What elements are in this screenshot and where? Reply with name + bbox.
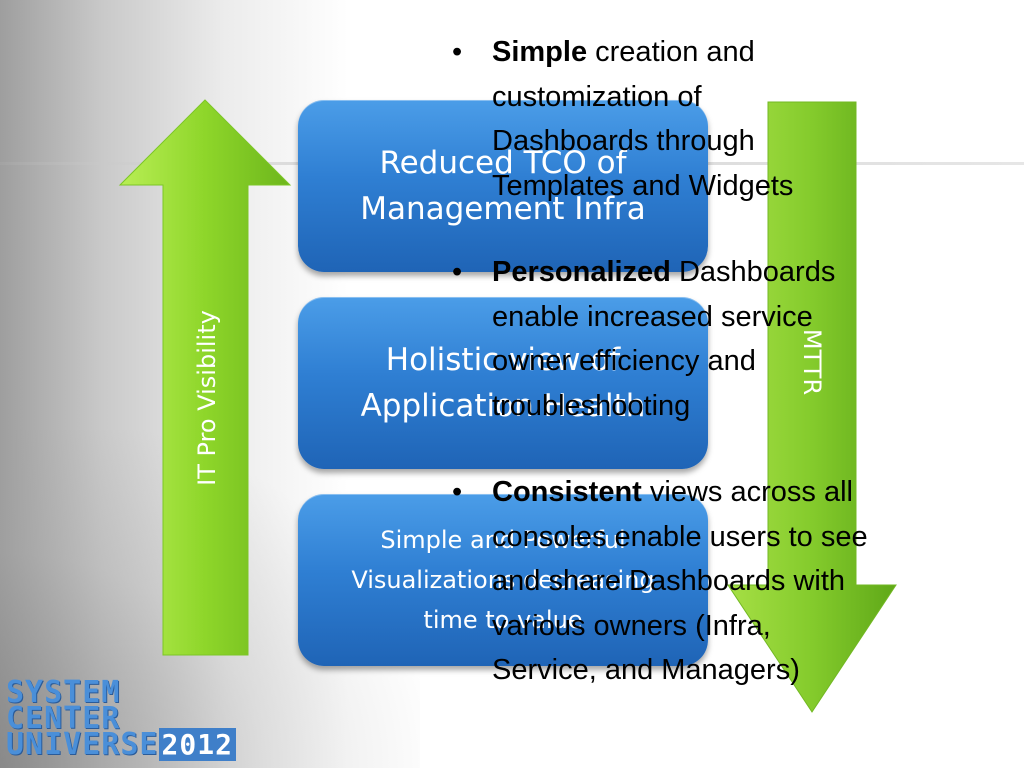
- bullet-keyword: Simple: [492, 36, 588, 68]
- bullet-text: customization of: [492, 80, 702, 113]
- up-arrow-icon: [118, 98, 293, 658]
- logo-line: SYSTEM: [6, 675, 121, 710]
- bullet-text: views across all: [641, 476, 853, 508]
- bullet-text: consoles enable users to see: [492, 520, 868, 553]
- bullet-item: Simple creation and customization of Das…: [452, 30, 932, 208]
- bullet-text: and share Dashboards with: [492, 565, 846, 597]
- bullet-text: Service, and Managers): [492, 654, 800, 686]
- bullet-text: owner efficiency and: [492, 345, 756, 377]
- bullet-keyword: Personalized: [492, 256, 671, 288]
- it-pro-visibility-label: IT Pro Visibility: [193, 310, 221, 486]
- bullet-keyword: Consistent: [492, 476, 642, 508]
- logo-word: UNIVERSE: [6, 727, 159, 762]
- bullet-text: Templates and Widgets: [492, 169, 794, 202]
- bullet-list: Simple creation and customization of Das…: [452, 30, 932, 693]
- bullet-text: various owners (Infra,: [492, 609, 771, 642]
- bullet-text: creation and: [587, 36, 755, 68]
- bullet-text: Dashboards through: [492, 125, 755, 157]
- logo-line: CENTER: [6, 701, 121, 736]
- bullet-text: Dashboards: [670, 256, 836, 288]
- bullet-text: enable increased service: [492, 300, 813, 333]
- bullet-text: troubleshooting: [492, 389, 691, 422]
- logo-year: 2012: [158, 728, 236, 761]
- bullet-item: Personalized Dashboards enable increased…: [452, 250, 932, 428]
- bullet-item: Consistent views across all consoles ena…: [452, 470, 932, 693]
